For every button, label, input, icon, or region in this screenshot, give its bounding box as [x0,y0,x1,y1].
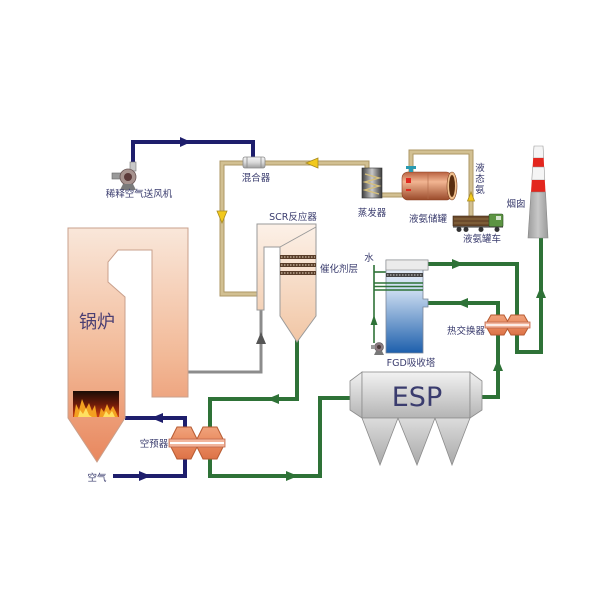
esp-hopper [361,417,399,467]
truck-wheel [478,227,484,232]
ammonia-pipe [220,161,369,296]
fgd-absorber-label: FGD吸收塔 [387,357,436,369]
liquid-ammonia-label: 液 态 氨 [475,162,485,196]
chimney: 烟囱 [506,145,549,239]
chimney-white-band [531,166,546,181]
tank-label: 液氨储罐 [409,213,448,225]
pump-icon [371,342,384,355]
tank-body [401,171,453,201]
clean-gas-pipe [427,237,543,354]
truck-wheel [494,227,500,232]
fan-stand [120,184,136,190]
mixer-body [242,156,266,169]
esp: ESP [349,371,483,467]
scr-reactor: SCR反应器 催化剂层 [256,211,358,343]
esp-hopper [434,417,471,467]
tank-opening [449,175,455,197]
chimney-red-band [532,158,545,167]
flow-arrow-up-icon [536,286,546,298]
scr-hood-divider [279,226,317,248]
flow-arrow-right-icon [452,259,464,269]
scr-body [256,223,317,343]
fan-label: 稀释空气送风机 [106,188,173,200]
flue-gas-pipe-to-fgd [427,301,500,316]
flow-arrow-left-icon [304,157,319,169]
boiler: 锅炉 [67,227,189,463]
air-preheater-label: 空预器 [140,438,169,450]
flue-gas-pipe-to-esp [208,396,351,478]
chimney-shaft [527,191,549,239]
catalyst-layer-label: 催化剂层 [320,263,358,275]
esp-body [361,371,471,419]
mixer: 混合器 [242,156,271,184]
combustion-air-pipe-in [113,458,187,478]
scr-reactor-label: SCR反应器 [269,211,317,223]
mixer-label: 混合器 [242,172,271,184]
tank-marker [406,178,411,183]
liquid-ammonia-char: 液 [475,162,485,174]
liquid-ammonia-char: 氨 [475,184,485,196]
heat-exchanger-label: 热交换器 [447,325,486,337]
catalyst-layer [280,255,316,259]
chimney-top-section [532,145,545,159]
truck-cab [488,213,504,228]
truck-wheel [456,227,462,232]
esp-outlet-cap [469,371,483,419]
flow-arrow-right-icon [286,471,298,481]
catalyst-layer [280,271,316,275]
chimney-label: 烟囱 [506,198,525,210]
esp-hopper [397,417,436,467]
truck-label: 液氨罐车 [463,233,501,245]
truck-wheel [463,227,469,232]
evaporator-label: 蒸发器 [358,207,387,219]
truck-tank [452,215,491,227]
fan-motor [111,172,122,180]
flow-arrow-up-icon [370,315,378,325]
catalyst-layers [280,255,316,275]
boiler-label: 锅炉 [79,312,115,333]
heat-exchanger: 热交换器 [447,314,531,337]
flow-arrow-up-icon [256,332,266,344]
flow-arrow-right-icon [180,137,191,147]
ammonia-tanker-truck: 液氨罐车 [452,213,504,245]
dilution-air-fan: 稀释空气送风机 [106,161,173,200]
flow-arrow-left-icon [456,298,468,308]
boiler-body [67,227,189,463]
flow-arrow-up-icon [493,359,503,371]
flow-arrow-left-icon [267,394,279,404]
flow-arrow-left-icon [151,413,163,423]
liquid-ammonia-char: 态 [475,173,485,185]
dilution-air-pipe [131,140,255,166]
fgd-demister [386,273,423,277]
combustion-air-pipe-out [125,416,187,428]
air-preheater: 空预器 [140,426,226,460]
flue-gas-pipe-esp-out [481,334,500,399]
water-label: 水 [364,252,374,264]
valve-icon [406,166,416,172]
fgd-absorber: 水 FGD吸收塔 [364,252,436,369]
chimney-red-band [531,180,546,192]
tank-marker [406,189,411,191]
flow-arrow-right-icon [139,471,151,481]
fan-impeller-icon [124,173,132,181]
evaporator-coil-icon [362,173,382,195]
esp-label: ESP [392,382,442,413]
flame-core-icon [78,408,115,417]
evaporator: 蒸发器 [358,167,387,219]
fgd-top-cap [385,259,429,271]
catalyst-layer [280,263,316,267]
flue-gas-pipe-scr-out [208,340,299,428]
truck-window [496,216,501,220]
boiler-flue-pipe [188,310,263,374]
ammonia-storage-tank: 液氨储罐 [401,166,458,225]
flow-arrow-up-icon [466,190,476,202]
liquid-ammonia-pipe [409,150,473,217]
flow-arrow-down-icon [216,210,228,225]
air-inlet-label: 空气 [87,472,107,484]
esp-inlet-cap [349,371,363,419]
